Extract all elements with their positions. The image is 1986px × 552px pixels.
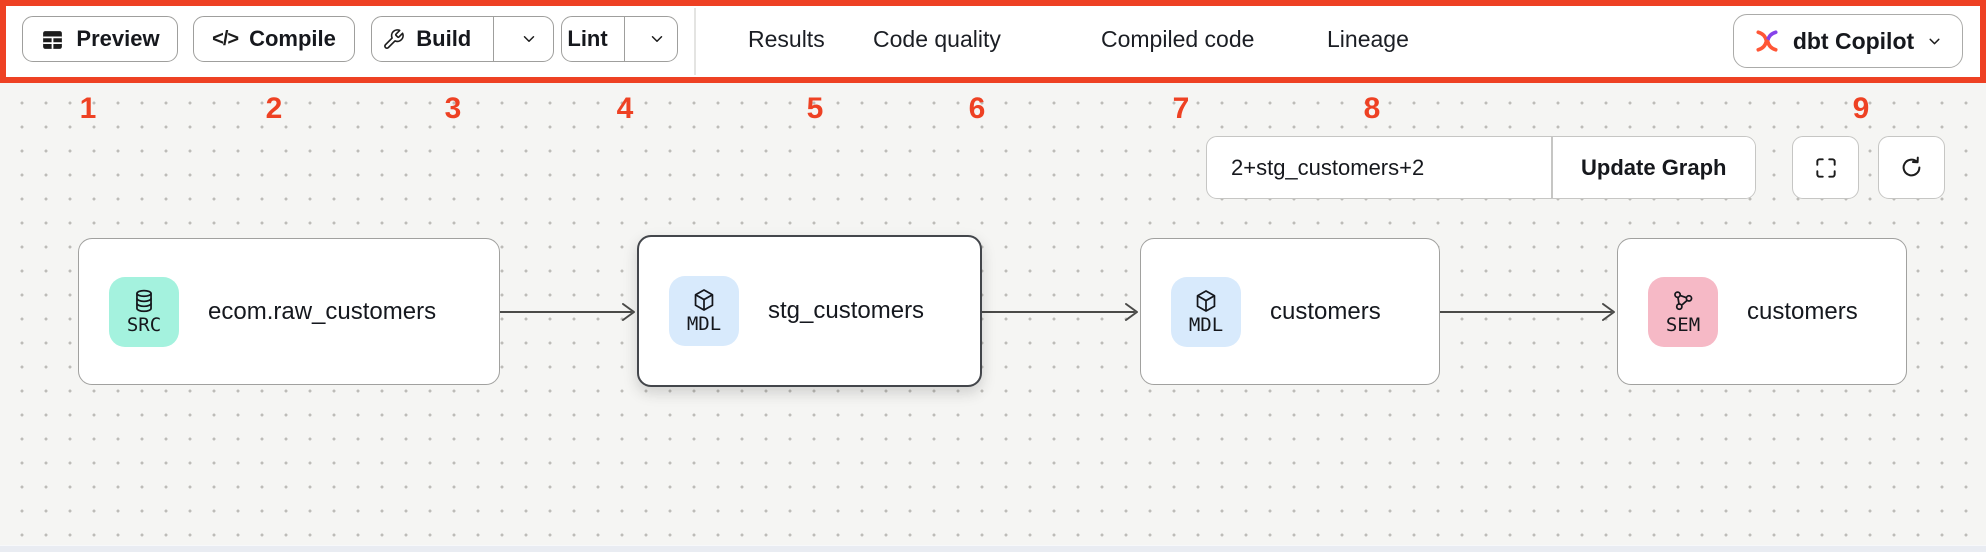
badge-label: MDL — [1188, 313, 1224, 336]
badge-label: SRC — [126, 313, 162, 336]
refresh-icon — [1902, 156, 1921, 177]
tab-compiled-code[interactable]: Compiled code — [1101, 0, 1254, 78]
build-button[interactable]: Build — [372, 17, 482, 61]
preview-label: Preview — [76, 26, 160, 51]
lineage-node-model-customers[interactable]: MDL customers — [1140, 238, 1440, 385]
tab-label: Lineage — [1327, 25, 1409, 52]
lint-button[interactable]: Lint — [562, 17, 613, 61]
tab-code-quality[interactable]: Code quality — [873, 0, 1001, 78]
annotation-number-7: 7 — [1172, 92, 1190, 125]
split-divider — [492, 17, 494, 61]
lineage-node-model-stg-customers[interactable]: MDL stg_customers — [637, 235, 982, 387]
node-title: customers — [1270, 297, 1381, 325]
badge-label: SEM — [1665, 313, 1701, 336]
update-graph-button[interactable]: Update Graph — [1552, 137, 1755, 198]
tab-lineage[interactable]: Lineage — [1327, 0, 1409, 78]
lint-dropdown-button[interactable] — [636, 17, 677, 61]
tab-results[interactable]: Results — [748, 0, 825, 78]
annotation-number-1: 1 — [79, 92, 97, 125]
selector-value: 2+stg_customers+2 — [1231, 154, 1425, 180]
tab-label: Compiled code — [1101, 25, 1255, 52]
annotation-number-2: 2 — [265, 92, 283, 125]
table-icon — [43, 30, 63, 49]
preview-button[interactable]: Preview — [22, 16, 178, 62]
database-icon — [136, 289, 152, 312]
compile-label: Compile — [249, 26, 336, 51]
lint-split-button: Lint — [561, 16, 678, 62]
build-dropdown-button[interactable] — [505, 17, 553, 61]
compile-button[interactable]: </> Compile — [193, 16, 355, 62]
lineage-selector-bar: 2+stg_customers+2 Update Graph — [1206, 136, 1756, 199]
lineage-node-source-ecom-raw-customers[interactable]: SRC ecom.raw_customers — [78, 238, 500, 385]
annotation-number-8: 8 — [1363, 92, 1381, 125]
selector-divider — [1551, 137, 1553, 198]
model-badge: MDL — [1171, 276, 1241, 347]
network-icon — [1674, 290, 1693, 310]
annotation-number-4: 4 — [616, 92, 634, 125]
fullscreen-icon — [1815, 157, 1836, 178]
bottom-window-edge — [0, 545, 1986, 552]
update-graph-label: Update Graph — [1581, 154, 1727, 180]
toolbar-divider — [694, 8, 696, 75]
source-badge: SRC — [109, 276, 179, 347]
fullscreen-button[interactable] — [1792, 136, 1859, 199]
chevron-down-icon — [523, 36, 535, 42]
chevron-down-icon — [1929, 38, 1940, 44]
dbt-logo-icon — [1756, 30, 1778, 52]
model-badge: MDL — [669, 276, 739, 346]
annotation-number-5: 5 — [806, 92, 824, 125]
annotation-number-3: 3 — [444, 92, 462, 125]
tab-label: Code quality — [873, 25, 1001, 52]
lineage-node-semantic-customers[interactable]: SEM customers — [1617, 238, 1907, 385]
chevron-down-icon — [651, 36, 662, 42]
build-label: Build — [416, 26, 472, 51]
cube-icon — [694, 289, 714, 311]
code-icon: </> — [212, 27, 239, 50]
lint-label: Lint — [567, 26, 608, 51]
wrench-icon — [384, 28, 405, 49]
cube-icon — [1196, 289, 1216, 312]
node-title: stg_customers — [768, 297, 925, 324]
annotation-number-9: 9 — [1852, 92, 1870, 125]
semantic-model-badge: SEM — [1648, 276, 1718, 347]
node-title: ecom.raw_customers — [208, 297, 437, 325]
split-divider — [624, 17, 626, 61]
node-title: customers — [1747, 297, 1858, 325]
refresh-button[interactable] — [1878, 136, 1945, 199]
badge-label: MDL — [686, 313, 722, 336]
dbt-copilot-button[interactable]: dbt Copilot — [1733, 14, 1963, 68]
build-split-button: Build — [371, 16, 554, 62]
toolbar: Preview </> Compile Build Lint — [0, 0, 1986, 83]
annotation-number-6: 6 — [968, 92, 986, 125]
tab-label: Results — [748, 25, 825, 52]
active-tab-indicator — [1287, 77, 1438, 83]
copilot-label: dbt Copilot — [1792, 27, 1915, 54]
lineage-selector-input[interactable]: 2+stg_customers+2 — [1207, 137, 1551, 198]
